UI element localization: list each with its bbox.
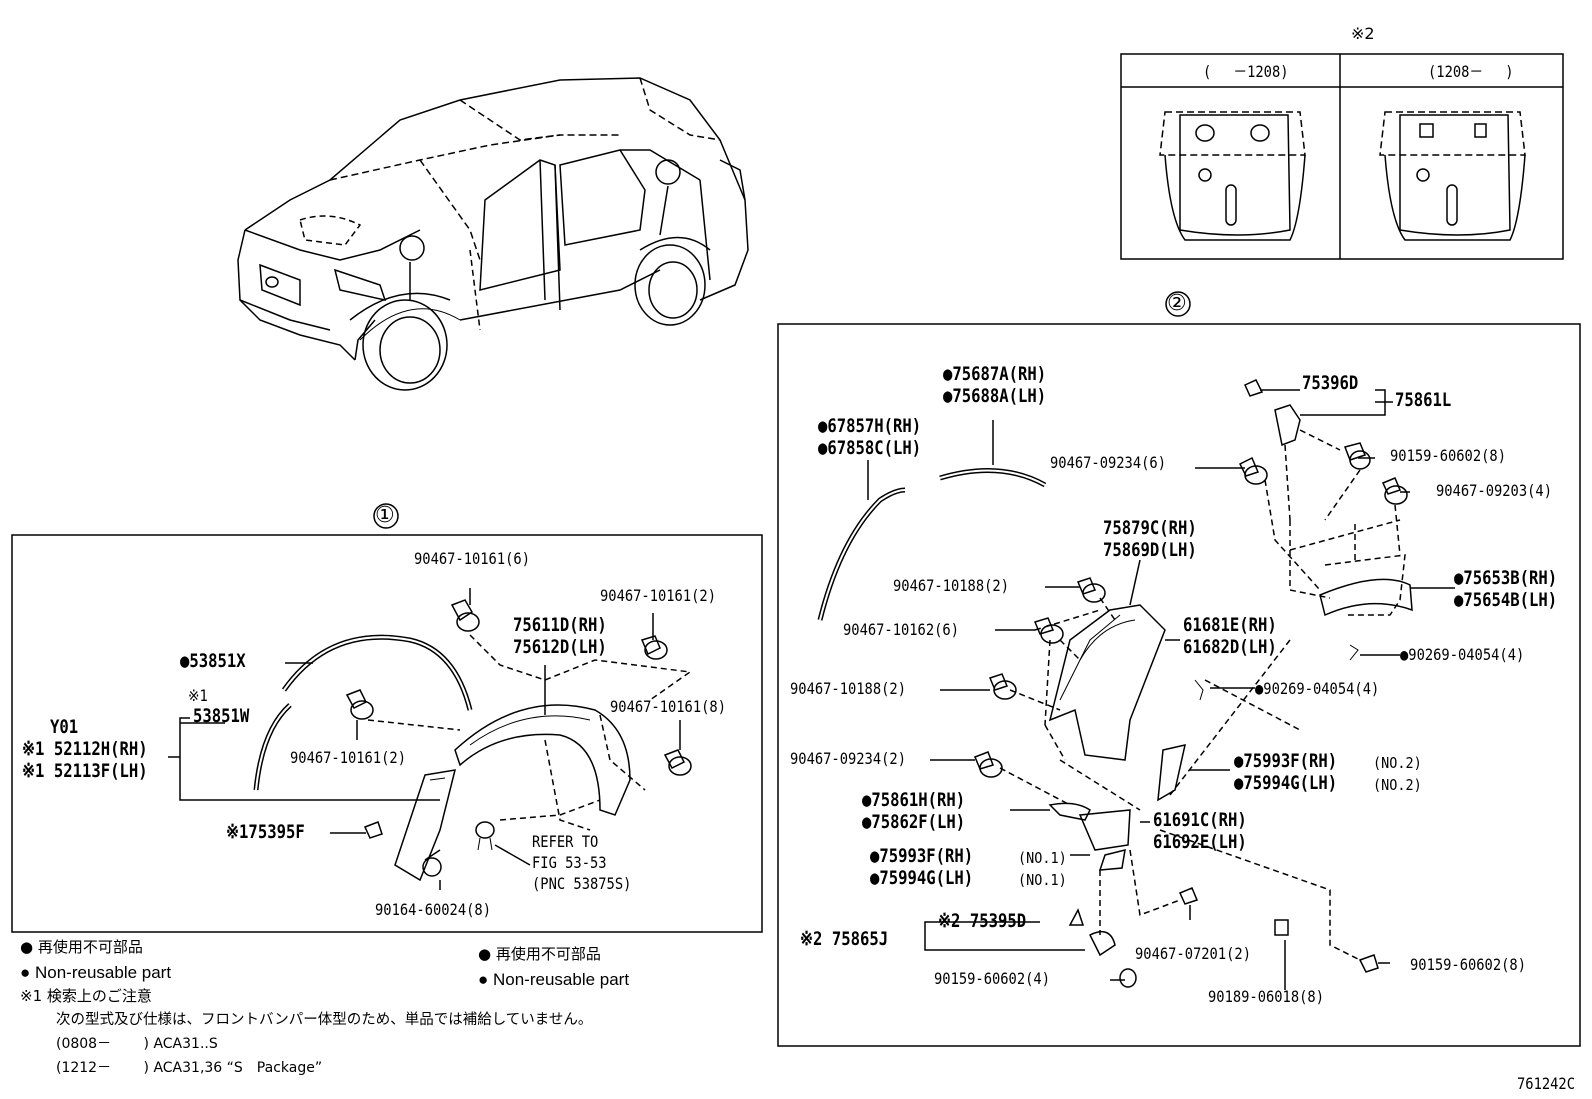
reference-label: REFER TO bbox=[532, 832, 599, 851]
part-label: 90189-06018(8) bbox=[1208, 987, 1324, 1006]
part-label: ●75993F(RH) bbox=[870, 845, 974, 867]
part-label: ●67857H(RH) bbox=[818, 415, 922, 437]
mark2-left-header: ( －1208) bbox=[1203, 62, 1289, 81]
note1-title: ※1 検索上のご注意 bbox=[20, 987, 152, 1005]
legend-nonreusable-jp: ● 再使用不可部品 bbox=[20, 938, 143, 956]
part-label: 90467-09234(2) bbox=[790, 749, 906, 768]
legend-nonreusable-en: ● Non-reusable part bbox=[20, 963, 172, 982]
part-label: 61681E(RH) bbox=[1183, 614, 1277, 636]
note1-text: 次の型式及び仕様は、フロントバンパー体型のため、単品では補給していません。 bbox=[56, 1012, 593, 1028]
part-label: ※175395F bbox=[226, 821, 305, 843]
part-note: (NO.2) bbox=[1373, 776, 1422, 794]
note-mark: ※1 bbox=[188, 686, 208, 705]
part-label: 90467-10161(2) bbox=[600, 586, 716, 605]
part-label: ●90269-04054(4) bbox=[1255, 679, 1380, 698]
section2-mark: ② bbox=[1167, 291, 1187, 316]
note1-model2: (1212－ ) ACA31,36 “S Package” bbox=[56, 1060, 323, 1076]
part-label: 90467-10161(2) bbox=[290, 748, 406, 767]
part-label: ●75653B(RH) bbox=[1454, 567, 1558, 589]
legend-nonreusable-jp-2: ● 再使用不可部品 bbox=[478, 945, 601, 963]
part-label: ●75861H(RH) bbox=[862, 789, 966, 811]
part-label: ●75994G(LH) bbox=[870, 867, 974, 889]
part-label: 75612D(LH) bbox=[513, 636, 607, 658]
part-label: 90467-09234(6) bbox=[1050, 453, 1166, 472]
part-label: ●75654B(LH) bbox=[1454, 589, 1558, 611]
part-label: ※1 52112H(RH) bbox=[22, 738, 148, 760]
section1-mark: ① bbox=[375, 503, 395, 528]
part-label: 75396D bbox=[1302, 372, 1359, 394]
part-label: 90467-10188(2) bbox=[893, 576, 1009, 595]
part-label: ●75994G(LH) bbox=[1234, 772, 1338, 794]
part-note: (NO.2) bbox=[1373, 754, 1422, 772]
part-label: 75611D(RH) bbox=[513, 614, 607, 636]
part-label: 75869D(LH) bbox=[1103, 539, 1197, 561]
part-label: 61692E(LH) bbox=[1153, 831, 1247, 853]
part-note: (NO.1) bbox=[1018, 871, 1067, 889]
figure-id: 761242C bbox=[1517, 1074, 1575, 1093]
part-label: 90159-60602(8) bbox=[1410, 955, 1526, 974]
part-label: 90467-10162(6) bbox=[843, 620, 959, 639]
part-label: ●75862F(LH) bbox=[862, 811, 966, 833]
part-label: ●75993F(RH) bbox=[1234, 750, 1338, 772]
reference-label: (PNC 53875S) bbox=[532, 874, 632, 893]
part-label: ●53851X bbox=[180, 650, 246, 672]
part-label: 90164-60024(8) bbox=[375, 900, 491, 919]
part-label: ●75687A(RH) bbox=[943, 363, 1047, 385]
note1-model1: (0808－ ) ACA31..S bbox=[56, 1036, 218, 1052]
mark2-detail-panel bbox=[1120, 53, 1564, 260]
part-label: 61691C(RH) bbox=[1153, 809, 1247, 831]
note2-mark: ※2 bbox=[1351, 24, 1375, 43]
mark2-right-header: (1208－ ) bbox=[1428, 62, 1514, 81]
part-note: (NO.1) bbox=[1018, 849, 1067, 867]
part-label: 90467-10161(8) bbox=[610, 697, 726, 716]
part-label: ※2 75865J bbox=[800, 928, 889, 950]
part-label: ●75688A(LH) bbox=[943, 385, 1047, 407]
section2-box bbox=[777, 291, 1581, 1047]
legend-nonreusable-en-2: ● Non-reusable part bbox=[478, 970, 630, 989]
part-label: 90159-60602(8) bbox=[1390, 446, 1506, 465]
part-label: ●67858C(LH) bbox=[818, 437, 922, 459]
part-label: 90467-10161(6) bbox=[414, 549, 530, 568]
part-label: Y01 bbox=[50, 716, 79, 738]
part-label: ※1 52113F(LH) bbox=[22, 760, 148, 782]
part-label: 61682D(LH) bbox=[1183, 636, 1277, 658]
part-label: ※2 75395D bbox=[938, 910, 1027, 932]
vehicle-illustration bbox=[237, 77, 749, 391]
section1-box bbox=[11, 503, 763, 933]
part-label: 90159-60602(4) bbox=[934, 969, 1050, 988]
part-label: 90467-07201(2) bbox=[1135, 944, 1251, 963]
reference-label: FIG 53-53 bbox=[532, 853, 607, 872]
part-label: 90467-09203(4) bbox=[1436, 481, 1552, 500]
part-label: 53851W bbox=[193, 705, 250, 727]
part-label: 90467-10188(2) bbox=[790, 679, 906, 698]
part-label: 75879C(RH) bbox=[1103, 517, 1197, 539]
part-label: ●90269-04054(4) bbox=[1400, 645, 1525, 664]
part-label: 75861L bbox=[1395, 389, 1452, 411]
